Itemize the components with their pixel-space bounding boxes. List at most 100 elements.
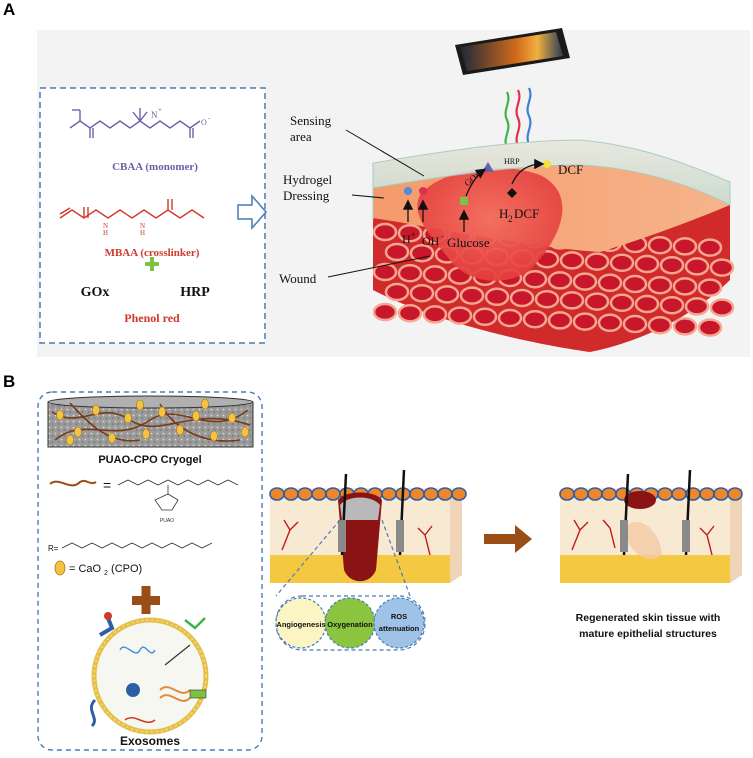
- amide-h-1: H: [103, 229, 108, 237]
- puao-structure: [117, 479, 239, 511]
- tissue-cell: [634, 254, 660, 274]
- tissue-cell: [372, 262, 398, 282]
- regenerated-skin-block: [559, 469, 743, 583]
- exosome-illustration: [89, 612, 209, 735]
- epidermal-cell: [451, 487, 467, 501]
- tissue-cell: [472, 307, 498, 327]
- tissue-cell: [622, 314, 648, 334]
- oh-ion-charge: -: [441, 232, 444, 241]
- cao2-pellet: [136, 399, 144, 411]
- hollow-right-arrow-icon: [237, 194, 267, 230]
- regenerated-label-line1: Regenerated skin tissue with: [576, 612, 721, 624]
- cao2-pellet: [92, 404, 100, 416]
- tissue-cell: [647, 315, 673, 335]
- sensing-area-line2: area: [290, 129, 312, 144]
- r-group-prefix: R=: [48, 544, 59, 553]
- tissue-cell: [547, 271, 573, 290]
- oh-ion-label: OH: [422, 234, 440, 248]
- hrp-label: HRP: [180, 285, 210, 300]
- dcf-label: DCF: [558, 162, 583, 177]
- epidermal-cell: [437, 487, 453, 501]
- mbaa-structure: [59, 199, 205, 219]
- tissue-cell: [672, 277, 698, 296]
- ros-circle: [373, 597, 425, 649]
- tissue-cell: [509, 288, 535, 308]
- tissue-cell: [572, 272, 598, 291]
- h2dcf-subscript: 2: [508, 214, 513, 224]
- h2dcf-diamond-marker: [507, 188, 517, 198]
- cao2-pellet: [56, 409, 64, 421]
- cao2-pellet: [201, 398, 209, 410]
- tissue-cell: [659, 295, 685, 315]
- glucose-marker: [460, 197, 468, 205]
- mbaa-label: MBAA (crosslinker): [105, 247, 200, 259]
- carboxylate-o: O: [201, 118, 207, 127]
- tissue-cell: [522, 309, 548, 329]
- tissue-cell: [397, 263, 423, 283]
- brown-plus-icon: [132, 586, 160, 614]
- zoom-lines: [275, 519, 411, 597]
- sensing-area-line1: Sensing: [290, 113, 332, 128]
- epidermal-cell: [297, 487, 313, 501]
- tissue-cell: [672, 237, 698, 256]
- wound-label: Wound: [279, 271, 317, 286]
- tissue-cell: [697, 318, 723, 337]
- epidermal-cell: [283, 487, 299, 501]
- ros-label-line1: ROS: [391, 612, 407, 621]
- tissue-cell: [534, 289, 560, 309]
- tissue-cell: [409, 283, 435, 303]
- hydrogel-pointer: [351, 194, 385, 199]
- tissue-cell: [459, 286, 485, 305]
- smartphone-icon: [455, 28, 570, 75]
- cao2-label: = CaO: [69, 563, 102, 575]
- ammonium-plus: +: [158, 106, 162, 114]
- cao2-pellet: [158, 406, 166, 418]
- cbaa-structure: [69, 108, 201, 138]
- h-ion-label: H: [402, 232, 411, 246]
- h2dcf-h: H: [499, 206, 508, 221]
- green-plus-icon: [145, 257, 159, 271]
- tissue-cell: [434, 285, 460, 304]
- panel-a-label: A: [3, 0, 16, 19]
- epidermal-cell: [381, 487, 397, 501]
- cao2-pellet: [142, 428, 150, 440]
- glucose-label: Glucose: [447, 235, 490, 250]
- amide-n-1: N: [103, 222, 108, 230]
- wound-dressing-illustration: [372, 139, 735, 352]
- tissue-cell: [684, 257, 710, 276]
- fiber-equals: =: [103, 477, 111, 493]
- epidermal-cell: [325, 487, 341, 501]
- cbaa-label: CBAA (monomer): [112, 161, 198, 173]
- h-ion-charge: +: [411, 230, 416, 239]
- cao2-pellet: [241, 426, 249, 438]
- epidermal-cell: [727, 487, 743, 501]
- ammonium-n: N: [151, 110, 158, 120]
- epidermal-cell: [657, 487, 673, 501]
- amide-h-2: H: [140, 229, 145, 237]
- epidermal-cell: [423, 487, 439, 501]
- tissue-cell: [397, 223, 423, 243]
- tissue-cell: [584, 252, 610, 271]
- epidermal-cell: [699, 487, 715, 501]
- puao-small-label: PUAO: [160, 518, 174, 524]
- tissue-cell: [697, 278, 723, 297]
- angiogenesis-label: Angiogenesis: [276, 620, 325, 629]
- amide-n-2: N: [140, 222, 145, 230]
- tissue-cell: [484, 287, 510, 307]
- tissue-cell: [422, 305, 448, 324]
- panel-b-label: B: [3, 372, 16, 391]
- epidermal-cell: [713, 487, 729, 501]
- cao2-pellet: [124, 412, 132, 424]
- epidermal-cell: [573, 487, 589, 501]
- cao2-pellet: [210, 430, 218, 442]
- cryogel-disk: [47, 395, 254, 448]
- epidermal-cell: [587, 487, 603, 501]
- tissue-cell: [584, 292, 610, 311]
- tissue-cell: [559, 251, 585, 270]
- h2dcf-rest: DCF: [514, 206, 539, 221]
- wireless-signal-icon: [504, 87, 532, 149]
- hrp-arrow-label: HRP: [504, 157, 520, 166]
- tissue-cell: [397, 303, 423, 323]
- tissue-cell: [372, 302, 398, 322]
